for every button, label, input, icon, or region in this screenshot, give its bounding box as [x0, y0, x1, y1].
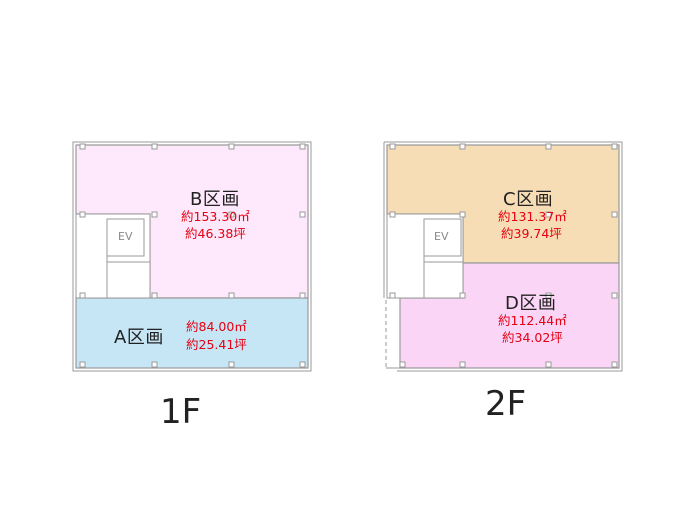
zone-b-name: B区画: [190, 189, 240, 210]
zone-c-area-sqm: 約131.37㎡: [498, 209, 567, 224]
floor-label-1f: 1F: [160, 392, 202, 432]
zone-b-area-sqm: 約153.30㎡: [181, 209, 250, 224]
elevator-box: [106, 218, 145, 257]
zone-d-area-sqm: 約112.44㎡: [498, 313, 567, 328]
zone-a-name: A区画: [114, 327, 164, 348]
zone-a-shape: [75, 297, 309, 369]
zone-a-area-sqm: 約84.00㎡: [186, 319, 247, 334]
elevator-label-1f: EV: [118, 230, 133, 243]
elevator-label-2f: EV: [434, 230, 449, 243]
zone-c-area-tsubo: 約39.74坪: [501, 226, 562, 241]
elevator-box-2f: [423, 218, 462, 257]
floor-label-2f: 2F: [485, 384, 527, 424]
zone-b-area-tsubo: 約46.38坪: [185, 226, 246, 241]
zone-c-name: C区画: [503, 189, 554, 210]
zone-a-area-tsubo: 約25.41坪: [186, 337, 247, 352]
zone-d-name: D区画: [505, 293, 557, 314]
zone-d-area-tsubo: 約34.02坪: [502, 330, 563, 345]
